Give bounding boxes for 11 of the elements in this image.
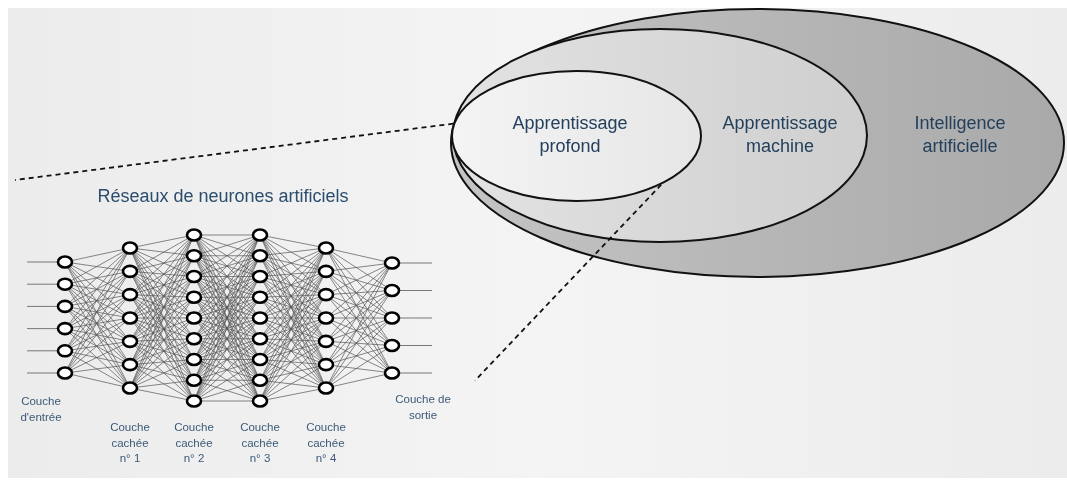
dashed-connector xyxy=(14,122,455,181)
section-heading: Réseaux de neurones artificiels xyxy=(96,185,350,208)
region-label: Intelligence artificielle xyxy=(913,112,1007,157)
layer-label: Couche cachée n° 3 xyxy=(239,420,281,467)
layer-label: Couche cachée n° 4 xyxy=(305,420,347,467)
layer-label: Couche cachée n° 1 xyxy=(109,420,151,467)
layer-label: Couche de sortie xyxy=(394,392,452,423)
region-label: Apprentissage profond xyxy=(511,112,629,157)
layer-label: Couche cachée n° 2 xyxy=(173,420,215,467)
layer-label: Couche d'entrée xyxy=(19,394,63,425)
region-label: Apprentissage machine xyxy=(721,112,839,157)
